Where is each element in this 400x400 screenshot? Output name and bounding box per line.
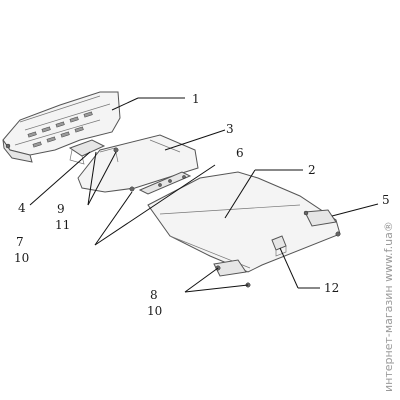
callout-labels: 1 2 3 4 5 6 7 8 9 10 10 11 12 bbox=[14, 92, 390, 318]
part-4-bracket bbox=[68, 139, 106, 165]
part-2-rear-plate bbox=[147, 171, 341, 288]
callout-9: 9 bbox=[57, 202, 65, 216]
part-12-clip bbox=[271, 235, 287, 257]
leader-lines bbox=[29, 97, 379, 293]
part-1-front-guard bbox=[2, 91, 121, 163]
callout-11: 11 bbox=[55, 218, 70, 232]
callout-12: 12 bbox=[324, 281, 339, 295]
callout-3: 3 bbox=[226, 122, 234, 136]
callout-10-left: 10 bbox=[14, 251, 29, 265]
callout-1: 1 bbox=[192, 92, 200, 106]
callout-4: 4 bbox=[18, 201, 26, 215]
callout-5: 5 bbox=[382, 193, 390, 207]
callout-8: 8 bbox=[150, 288, 158, 302]
callout-7: 7 bbox=[16, 235, 24, 249]
callout-2: 2 bbox=[308, 163, 316, 177]
callout-6: 6 bbox=[236, 146, 244, 160]
part-6-strip bbox=[138, 171, 192, 195]
callout-10-bottom: 10 bbox=[147, 304, 162, 318]
watermark-text: интернет-магазин www.f.ua® bbox=[382, 221, 395, 392]
